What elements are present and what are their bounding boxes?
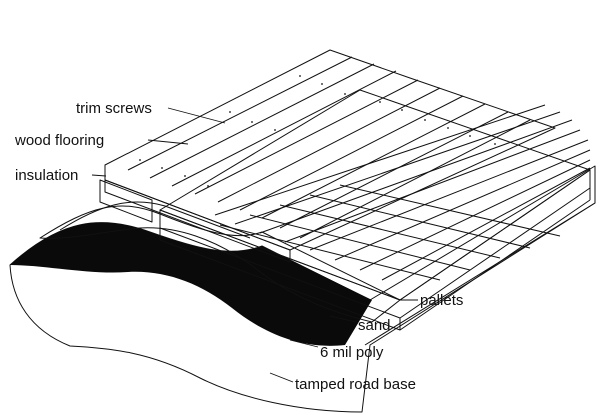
label-poly: 6 mil poly (320, 344, 384, 361)
wood-flooring (104, 49, 556, 263)
label-wood-flooring: wood flooring (14, 132, 104, 149)
label-sand: sand (358, 317, 391, 334)
trim-screw-dots (139, 75, 496, 187)
poly-layer (10, 222, 372, 346)
label-road-base: tamped road base (295, 376, 416, 393)
callout-labels: trim screws wood flooring insulation pal… (14, 100, 463, 393)
leader-lines (91, 107, 418, 383)
label-trim-screws: trim screws (76, 100, 152, 117)
label-insulation: insulation (15, 167, 78, 184)
label-pallets: pallets (420, 292, 463, 309)
pallets (159, 89, 591, 331)
insulation-block (99, 179, 153, 223)
sand-layer (39, 201, 401, 323)
